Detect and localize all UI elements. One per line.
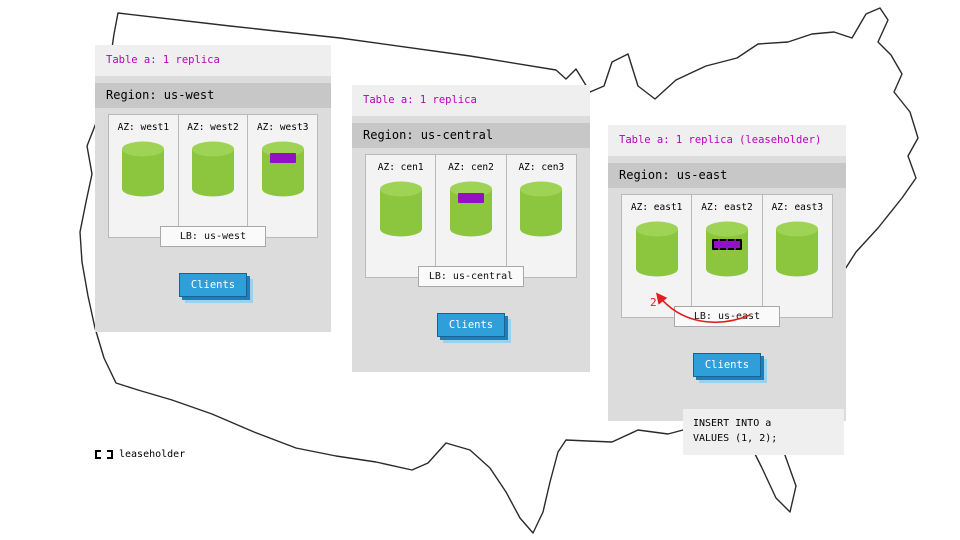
sql-line-1: INSERT INTO a	[693, 418, 772, 429]
database-cylinder-icon	[122, 141, 165, 197]
clients-button-central: Clients	[437, 313, 505, 337]
az-label: AZ: west2	[187, 122, 239, 133]
load-balancer-us-central: LB: us-central	[418, 266, 524, 287]
table-replica-label-central: Table a: 1 replica	[352, 85, 590, 116]
database-cylinder-icon	[449, 181, 492, 237]
region-label-us-central: Region: us-central	[352, 123, 590, 148]
az-cell-cen1: AZ: cen1	[366, 155, 437, 277]
replica-marker	[457, 193, 484, 203]
clients-button-west: Clients	[179, 273, 247, 297]
region-panel-us-west: Table a: 1 replica Region: us-west AZ: w…	[95, 45, 331, 332]
az-label: AZ: west1	[117, 122, 170, 133]
az-cell-cen3: AZ: cen3	[507, 155, 576, 277]
region-label-us-west: Region: us-west	[95, 83, 331, 108]
load-balancer-us-east: LB: us-east	[674, 306, 780, 327]
database-cylinder-icon	[192, 141, 234, 197]
az-label: AZ: west3	[256, 122, 309, 133]
table-replica-label-west: Table a: 1 replica	[95, 45, 331, 76]
database-cylinder-icon	[776, 221, 819, 277]
leaseholder-marker	[711, 239, 742, 250]
az-label: AZ: east1	[630, 202, 683, 213]
az-label: AZ: cen3	[518, 162, 565, 173]
az-label: AZ: cen2	[448, 162, 494, 173]
az-label: AZ: east3	[771, 202, 824, 213]
az-cell-west2: AZ: west2	[179, 115, 249, 237]
az-cell-east1: AZ: east1	[622, 195, 693, 317]
replica-marker	[269, 153, 296, 163]
table-replica-label-east: Table a: 1 replica (leaseholder)	[608, 125, 846, 156]
region-panel-us-east: Table a: 1 replica (leaseholder) Region:…	[608, 125, 846, 421]
az-row-central: AZ: cen1 AZ: cen2 AZ: cen3	[365, 154, 577, 278]
region-panel-us-central: Table a: 1 replica Region: us-central AZ…	[352, 85, 590, 372]
clients-button-east: Clients	[693, 353, 761, 377]
az-row-west: AZ: west1 AZ: west2 AZ: west3	[108, 114, 318, 238]
az-label: AZ: east2	[701, 202, 753, 213]
database-cylinder-icon	[379, 181, 422, 237]
load-balancer-us-west: LB: us-west	[160, 226, 266, 247]
legend-label: leaseholder	[119, 449, 186, 460]
az-cell-cen2: AZ: cen2	[436, 155, 507, 277]
leaseholder-legend-icon	[95, 450, 113, 459]
database-cylinder-icon	[261, 141, 304, 197]
region-label-us-east: Region: us-east	[608, 163, 846, 188]
az-label: AZ: cen1	[377, 162, 424, 173]
az-cell-west3: AZ: west3	[248, 115, 317, 237]
database-cylinder-icon	[635, 221, 678, 277]
sql-line-2: VALUES (1, 2);	[693, 433, 778, 444]
az-cell-west1: AZ: west1	[109, 115, 179, 237]
az-cell-east2: AZ: east2	[692, 195, 763, 317]
sql-statement: INSERT INTO a VALUES (1, 2);	[683, 409, 844, 455]
legend: leaseholder	[95, 449, 185, 460]
az-row-east: AZ: east1 AZ: east2 AZ: east3	[621, 194, 833, 318]
database-cylinder-icon	[520, 181, 563, 237]
az-cell-east3: AZ: east3	[763, 195, 832, 317]
